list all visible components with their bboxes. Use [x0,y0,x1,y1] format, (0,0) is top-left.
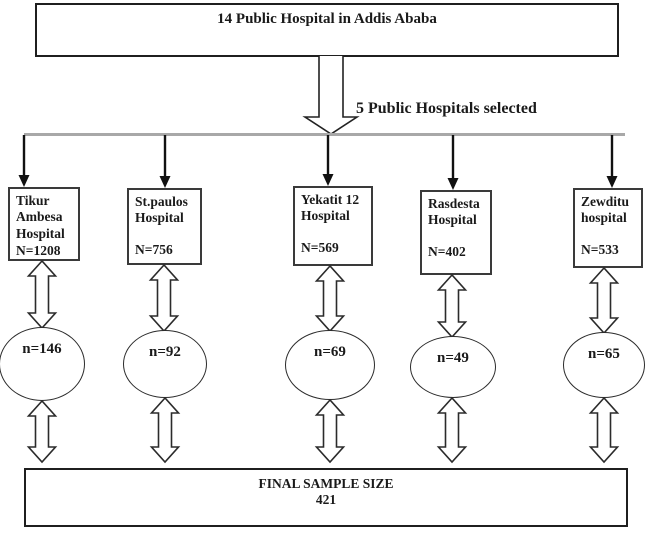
final-sample-value: 421 [315,492,337,507]
final-sample-box: FINAL SAMPLE SIZE 421 [24,468,628,527]
down-arrow-icon [322,135,334,186]
hospital-box-st-paulos: St.paulos Hospital N=756 [127,188,202,265]
top-box: 14 Public Hospital in Addis Ababa [35,3,619,57]
hospital-name: Zewditu hospital [581,194,630,226]
hospital-box-yekatit-12: Yekatit 12 Hospital N=569 [293,186,373,266]
hospital-population: N=533 [581,241,619,257]
final-sample-title: FINAL SAMPLE SIZE [258,476,394,491]
sample-size: n=65 [588,346,620,362]
double-arrow-icon [436,396,468,464]
double-arrow-icon [26,259,58,330]
down-arrow-icon [447,135,459,190]
down-arrow-icon [18,135,30,187]
sample-ellipse-tikur-ambesa: n=146 [0,327,85,401]
double-arrow-icon [314,264,346,333]
hospital-name: Tikur Ambesa Hospital [16,193,65,241]
hospital-name: Rasdesta Hospital [428,196,480,228]
hospital-name: St.paulos Hospital [135,194,188,226]
sample-ellipse-yekatit-12: n=69 [285,330,375,400]
double-arrow-icon [26,399,58,464]
double-arrow-icon [314,398,346,464]
double-arrow-icon [588,396,620,464]
down-arrow-icon [606,135,618,188]
sample-ellipse-zewditu: n=65 [563,332,645,398]
hospital-population: N=1208 [16,243,61,259]
hospital-box-rasdesta: Rasdesta Hospital N=402 [420,190,492,275]
hospital-population: N=756 [135,241,173,257]
double-arrow-icon [149,396,181,464]
hospital-box-zewditu: Zewditu hospital N=533 [573,188,643,268]
sample-ellipse-rasdesta: n=49 [410,336,496,398]
hospital-population: N=569 [301,239,339,255]
down-arrow-icon [159,135,171,188]
hospital-name: Yekatit 12 Hospital [301,192,360,224]
branch-line [24,133,625,136]
hospital-population: N=402 [428,243,466,259]
sample-size: n=146 [22,341,62,357]
top-box-title: 14 Public Hospital in Addis Ababa [217,11,437,27]
sample-ellipse-st-paulos: n=92 [123,330,207,398]
sample-size: n=92 [149,344,181,360]
double-arrow-icon [148,263,180,333]
sample-size: n=69 [314,344,346,360]
big-down-arrow-icon [302,56,360,135]
sample-size: n=49 [437,350,469,366]
selection-label: 5 Public Hospitals selected [356,100,537,117]
hospital-box-tikur-ambesa: Tikur Ambesa Hospital N=1208 [8,187,80,261]
double-arrow-icon [436,273,468,339]
double-arrow-icon [588,266,620,335]
